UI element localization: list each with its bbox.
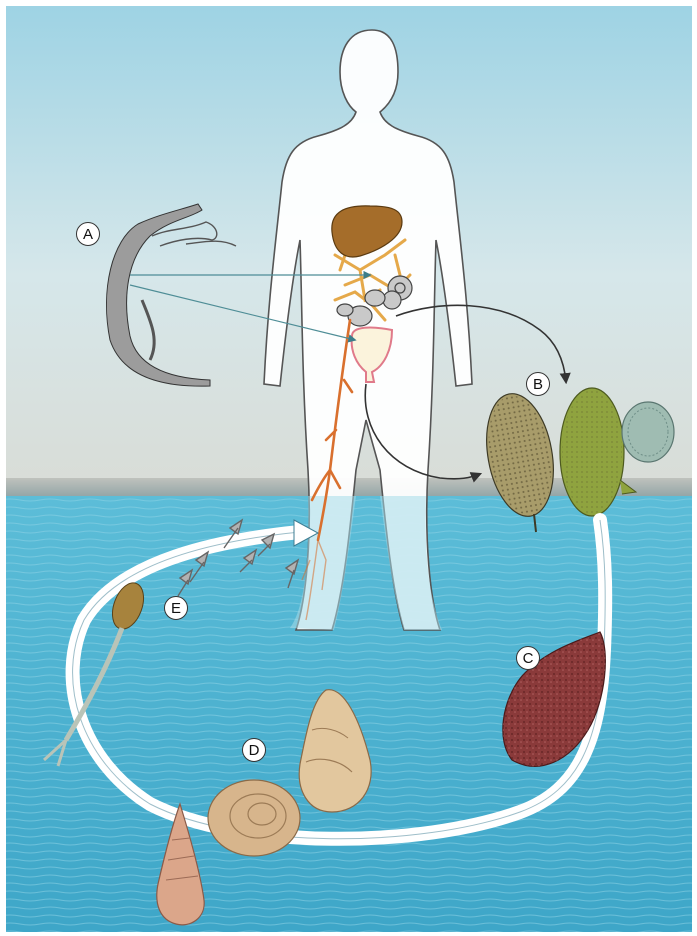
egg-round: [621, 401, 675, 463]
liver: [331, 205, 403, 258]
pointer-to-bladder: [129, 284, 357, 343]
arrow-bladder-to-egg: [364, 383, 483, 483]
leg-veins-submerged: [301, 539, 327, 621]
snail-turreted: [156, 802, 205, 926]
snail-conical: [298, 689, 372, 813]
arrow-intestine-to-egg: [395, 304, 571, 385]
sporocyst: [502, 631, 606, 767]
label-a: A: [76, 222, 100, 246]
egg-intestinal: [559, 387, 638, 517]
cercaria-large: [42, 582, 145, 767]
ring-arrowhead: [293, 519, 320, 547]
adult-worm-pair: [106, 203, 237, 387]
cercariae-swimming: [177, 518, 300, 597]
label-e: E: [164, 596, 188, 620]
snail-spiral: [207, 779, 301, 857]
label-b: B: [526, 372, 550, 396]
bladder: [350, 326, 394, 383]
intestine: [336, 275, 413, 327]
egg-urinary: [486, 393, 554, 533]
label-c: C: [516, 646, 540, 670]
pelvic-venous-plexus: [310, 318, 354, 542]
label-d: D: [242, 738, 266, 762]
